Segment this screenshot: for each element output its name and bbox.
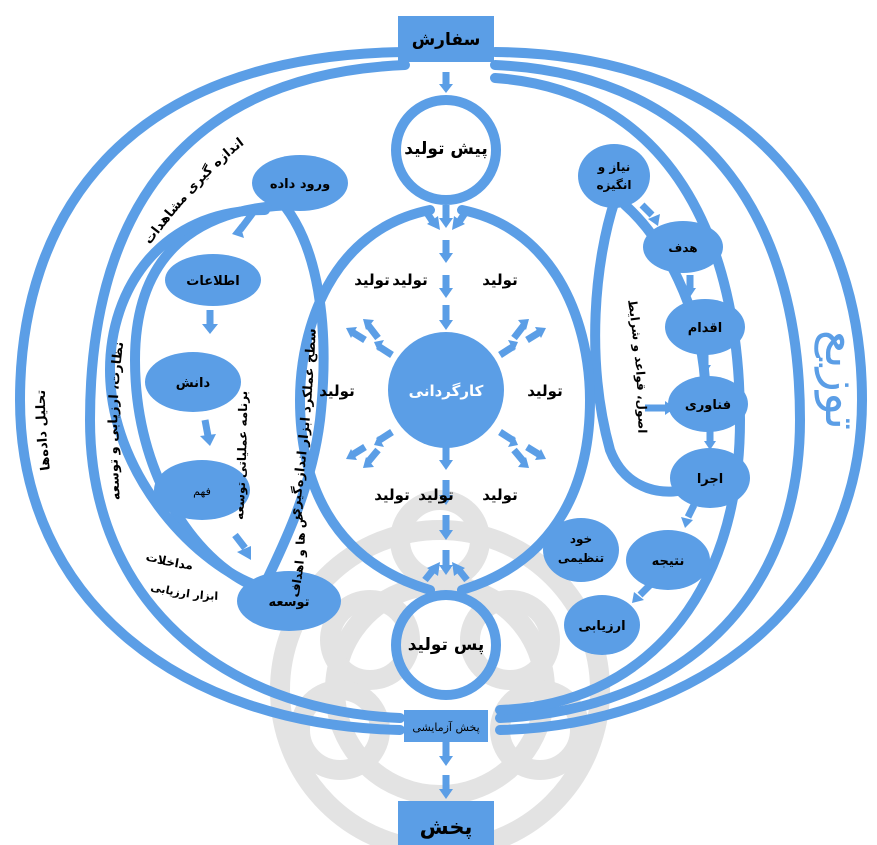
- arrow-exec-to-result: [681, 503, 698, 528]
- arrow-radial-ll-2: [346, 444, 367, 460]
- evaluation-label: ارزیابی: [578, 619, 625, 634]
- arrow-down-10: [439, 742, 453, 766]
- production-label-7: تولید: [418, 486, 453, 504]
- arrow-radial-ll-3: [363, 447, 381, 468]
- directing-node[interactable]: کارگردانی: [388, 332, 504, 448]
- understanding-label: فهم: [193, 485, 211, 498]
- arc-label-data-analysis: تحلیل داده‌ها: [34, 390, 54, 472]
- node-goal[interactable]: هدف: [643, 221, 723, 273]
- node-data-input[interactable]: ورود داده: [252, 155, 348, 211]
- arrow-radial-ll-1: [374, 429, 394, 447]
- arrow-down-4: [439, 275, 453, 298]
- arrow-fan-right-top: [452, 208, 470, 230]
- production-label-1: تولید: [354, 271, 389, 289]
- arrow-data-to-info: [232, 207, 258, 238]
- data-input-label: ورود داده: [270, 177, 330, 192]
- production-loop: [294, 95, 596, 700]
- arrow-radial-lr-3: [511, 447, 529, 468]
- development-label: توسعه: [268, 595, 309, 610]
- arrow-fan-left-bot: [422, 562, 440, 583]
- arrow-radial-ur-3: [511, 319, 529, 341]
- result-label: نتیجه: [652, 554, 685, 569]
- arc-label-dev-program: برنامه عملیاتی توسعه: [232, 391, 250, 520]
- need-label-line2: انگیزه: [596, 178, 631, 192]
- arc-label-principles: اصول، قواعد و شرایط: [625, 299, 649, 434]
- arrow-down-7: [439, 480, 453, 505]
- arrow-knowledge-to-understanding: [200, 419, 216, 446]
- node-evaluation[interactable]: ارزیابی: [564, 595, 640, 655]
- arc-label-interventions: مداخلات: [144, 549, 193, 572]
- arrow-radial-ul-3: [363, 319, 381, 341]
- arrow-goal-to-action: [684, 275, 696, 297]
- arrow-radial-ul-2: [346, 327, 367, 343]
- arrow-down-6: [439, 445, 453, 470]
- arc-label-eval-tools: ابزار ارزیابی: [149, 580, 218, 603]
- distribution-label: توزیع: [814, 330, 870, 430]
- node-action[interactable]: اقدام: [665, 299, 745, 355]
- arrow-down-3: [439, 240, 453, 263]
- node-development[interactable]: توسعه: [237, 571, 341, 631]
- production-label-3: تولید: [482, 271, 517, 289]
- need-label-line1: نیاز و: [597, 160, 630, 175]
- arrow-info-to-knowledge: [202, 310, 218, 334]
- pre-production-label: پیش تولید: [404, 139, 487, 159]
- node-self-regulation[interactable]: خود تنظیمی: [543, 518, 619, 582]
- node-knowledge[interactable]: دانش: [145, 352, 241, 412]
- arrow-radial-lr-1: [498, 429, 518, 447]
- node-execution[interactable]: اجرا: [670, 448, 750, 508]
- arrow-down-8: [439, 515, 453, 540]
- node-technology[interactable]: فناوری: [668, 376, 748, 432]
- arrow-radial-lr-2: [525, 444, 546, 460]
- node-result[interactable]: نتیجه: [626, 530, 710, 590]
- production-label-8: تولید: [482, 486, 517, 504]
- order-label: سفارش: [412, 30, 481, 50]
- self-reg-line1: خود: [570, 532, 592, 547]
- knowledge-label: دانش: [176, 376, 211, 391]
- node-information[interactable]: اطلاعات: [165, 254, 261, 306]
- arrow-need-to-goal: [639, 202, 660, 226]
- arrow-radial-ul-1: [374, 340, 394, 358]
- arrow-down-11: [439, 775, 453, 799]
- order-box[interactable]: سفارش: [398, 16, 494, 62]
- arrow-down-5: [439, 305, 453, 330]
- arrow-understanding-to-development: [232, 532, 251, 560]
- self-reg-line2: تنظیمی: [558, 551, 604, 565]
- final-distribution-label: پخش: [420, 815, 473, 839]
- arrow-down-1: [439, 72, 453, 93]
- flow-arrows: [200, 72, 716, 799]
- node-understanding[interactable]: فهم: [154, 460, 250, 520]
- information-label: اطلاعات: [186, 274, 239, 289]
- post-production-label: پس تولید: [408, 635, 485, 655]
- execution-label: اجرا: [697, 472, 723, 487]
- arrow-radial-ur-1: [498, 340, 518, 358]
- goal-label: هدف: [668, 241, 697, 255]
- arrow-radial-ur-2: [525, 327, 546, 343]
- technology-label: فناوری: [685, 398, 731, 413]
- distribution-final-box[interactable]: پخش: [398, 801, 494, 845]
- production-label-5: تولید: [527, 382, 562, 400]
- production-label-2: تولید: [392, 271, 427, 289]
- arrow-fan-left-top: [422, 208, 440, 230]
- arrow-result-to-eval: [632, 582, 653, 603]
- trial-distribution-box[interactable]: پخش آزمایشی: [404, 710, 488, 742]
- production-label-4: تولید: [319, 382, 354, 400]
- production-label-6: تولید: [374, 486, 409, 504]
- arrow-down-2: [439, 205, 453, 228]
- directing-label: کارگردانی: [409, 382, 484, 400]
- trial-distribution-label: پخش آزمایشی: [412, 720, 479, 734]
- node-need-motivation[interactable]: نیاز و انگیزه: [578, 144, 650, 208]
- arrow-fan-right-bot: [452, 562, 470, 583]
- action-label: اقدام: [688, 321, 722, 336]
- arrow-down-9: [439, 550, 453, 575]
